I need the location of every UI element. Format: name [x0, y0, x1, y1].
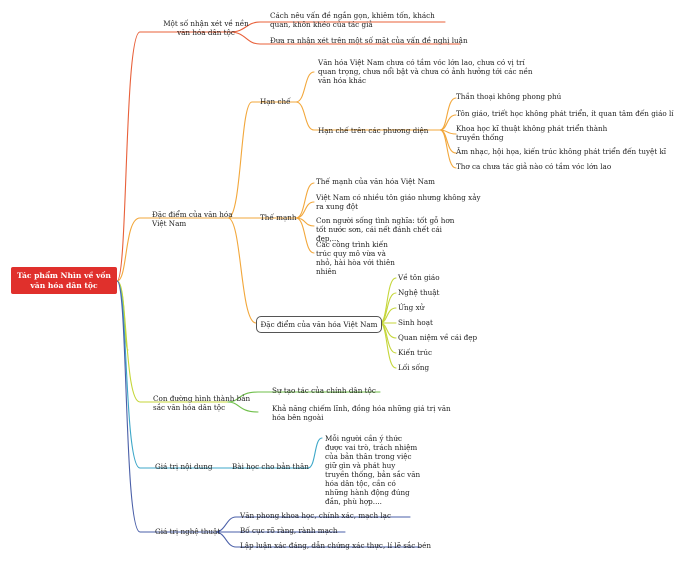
- connector-b5-3: [214, 531, 421, 548]
- dac-diem-item-2[interactable]: Nghệ thuật: [398, 288, 440, 297]
- connector-tm-2: [295, 201, 315, 219]
- connector-b4-item: [307, 437, 323, 469]
- han-che-sub-item-2[interactable]: Tôn giáo, triết học không phát triển, ít…: [456, 109, 674, 118]
- b5-item-2[interactable]: Bố cục rõ ràng, rành mạch: [240, 526, 338, 535]
- han-che-sub-item-5[interactable]: Thơ ca chưa tác giả nào có tầm vóc lớn l…: [456, 162, 612, 171]
- the-manh-item-1[interactable]: Thế mạnh của văn hóa Việt Nam: [316, 177, 435, 186]
- the-manh-item-3[interactable]: Con người sống tình nghĩa: tốt gỗ hơn tố…: [316, 216, 455, 243]
- b5-item-3[interactable]: Lập luận xác đáng, dẫn chứng xác thực, l…: [240, 541, 431, 550]
- connector-b5: [116, 280, 216, 533]
- b5-item-1[interactable]: Văn phong khoa học, chính xác, mạch lạc: [240, 511, 391, 520]
- connector-b1-1: [229, 21, 446, 33]
- b4-sub-label[interactable]: Bài học cho bản thân: [232, 462, 309, 471]
- b1-item-1[interactable]: Cách nêu vấn đề ngắn gọn, khiêm tốn, khá…: [270, 11, 435, 29]
- b3-item-2[interactable]: Khả năng chiếm lĩnh, đồng hóa những giá …: [272, 404, 451, 422]
- connector-b3-2: [227, 401, 259, 413]
- han-che-sub-item-3[interactable]: Khoa học kĩ thuật không phát triển thành…: [456, 124, 608, 142]
- branch-b1-label[interactable]: Một số nhận xét về nền văn hóa dân tộc: [163, 19, 249, 37]
- connector-hcs-5: [439, 129, 457, 169]
- b4-item[interactable]: Mỗi người cần ý thức được vai trò, trách…: [325, 434, 421, 506]
- dac-diem-item-4[interactable]: Sinh hoạt: [398, 318, 433, 327]
- the-manh-item-4[interactable]: Các công trình kiến trúc quy mô vừa và n…: [316, 240, 395, 276]
- connector-b3b: [116, 280, 229, 403]
- the-manh-item-2[interactable]: Việt Nam có nhiều tôn giáo nhưng không x…: [316, 193, 481, 211]
- han-che-item-1[interactable]: Văn hóa Việt Nam chưa có tầm vóc lớn lao…: [318, 58, 533, 85]
- connector-han-che: [227, 101, 297, 219]
- b3-item-1[interactable]: Sự tạo tác của chính dân tộc: [272, 386, 376, 395]
- connector-hc-2: [295, 101, 441, 131]
- connector-tm-1: [295, 182, 315, 219]
- connector-b1: [116, 31, 231, 282]
- dac-diem-label[interactable]: Đặc điểm của văn hóa Việt Nam: [256, 316, 382, 333]
- connector-hc-1: [295, 71, 315, 103]
- root-node[interactable]: Tác phẩm Nhìn về vốn văn hóa dân tộc: [11, 267, 117, 294]
- han-che-label[interactable]: Hạn chế: [260, 97, 291, 106]
- the-manh-label[interactable]: Thế mạnh: [260, 213, 297, 222]
- connector-b1-2: [229, 31, 461, 45]
- connector-tm-4: [295, 217, 315, 254]
- branch-b2-label[interactable]: Đặc điểm của văn hóa Việt Nam: [152, 210, 233, 228]
- connector-hcs-1: [439, 97, 457, 131]
- dac-diem-item-3[interactable]: Ứng xử: [398, 303, 425, 312]
- connector-dac-diem: [227, 217, 257, 324]
- han-che-sub-item-1[interactable]: Thần thoại không phong phú: [456, 92, 562, 101]
- connector-dd-7: [379, 322, 397, 369]
- connector-dd-1: [379, 277, 397, 324]
- dac-diem-item-5[interactable]: Quan niệm về cái đẹp: [398, 333, 478, 342]
- connector-b4: [116, 280, 216, 469]
- b1-item-2[interactable]: Đưa ra nhận xét trên một số mặt của vấn …: [270, 36, 468, 45]
- dac-diem-item-7[interactable]: Lối sống: [398, 363, 430, 372]
- han-che-sub-item-4[interactable]: Âm nhạc, hội họa, kiến trúc không phát t…: [456, 147, 667, 156]
- dac-diem-item-6[interactable]: Kiến trúc: [398, 348, 432, 357]
- branch-b5-label[interactable]: Giá trị nghệ thuật: [155, 527, 221, 536]
- connector-b3-1: [227, 391, 381, 403]
- han-che-sub-label[interactable]: Hạn chế trên các phương diện: [318, 126, 429, 135]
- branch-b4-label[interactable]: Giá trị nội dung: [155, 462, 213, 471]
- branch-b3-label[interactable]: Con đường hình thành bản sắc văn hóa dân…: [153, 394, 251, 412]
- connector-b2: [116, 217, 229, 282]
- dac-diem-item-1[interactable]: Về tôn giáo: [398, 273, 440, 282]
